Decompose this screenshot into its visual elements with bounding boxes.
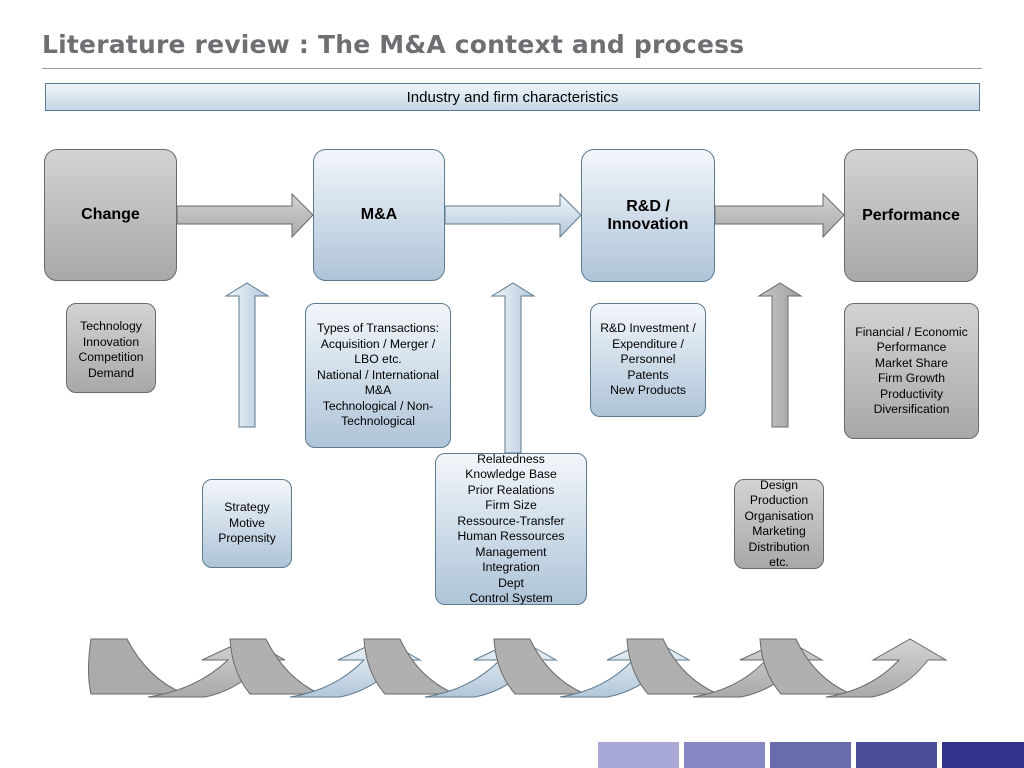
stage-change: Change bbox=[44, 149, 177, 281]
title-divider bbox=[42, 68, 982, 69]
driver-line: Human Ressources bbox=[457, 529, 565, 543]
detail-line: M&A bbox=[364, 383, 392, 398]
driver-line: Propensity bbox=[218, 531, 276, 546]
detail-ma: Types of Transactions: Acquisition / Mer… bbox=[305, 303, 451, 448]
driver-integration: Relatedness Knowledge Base Prior Realati… bbox=[435, 451, 587, 605]
detail-line: LBO etc. bbox=[354, 352, 402, 367]
detail-change: Technology Innovation Competition Demand bbox=[66, 303, 156, 393]
detail-line: Performance bbox=[876, 340, 947, 354]
driver-line: Management bbox=[475, 544, 547, 559]
arrow-up-strategy bbox=[224, 282, 270, 428]
stage-rd-line: Innovation bbox=[607, 215, 689, 233]
detail-line: R&D Investment / bbox=[600, 321, 696, 336]
detail-line: Competition bbox=[78, 350, 144, 364]
driver-line: Firm Size bbox=[485, 498, 537, 512]
detail-line: Technological bbox=[341, 414, 415, 429]
driver-line: Distribution bbox=[748, 539, 810, 554]
detail-line: Patents bbox=[627, 367, 669, 382]
detail-line: Financial / Economic bbox=[855, 324, 968, 339]
arrow-change-to-ma bbox=[176, 192, 314, 239]
driver-line: Production bbox=[749, 493, 809, 507]
driver-line: Ressource-Transfer bbox=[457, 513, 565, 528]
arrow-up-integration bbox=[490, 282, 536, 454]
stage-change-label: Change bbox=[81, 206, 140, 223]
driver-line: Dept bbox=[498, 575, 524, 590]
driver-line: Marketing bbox=[752, 524, 806, 538]
driver-line: Organisation bbox=[744, 508, 814, 523]
stage-ma-label: M&A bbox=[360, 206, 398, 223]
detail-line: Market Share bbox=[874, 355, 949, 370]
driver-line: Control System bbox=[469, 591, 553, 605]
driver-strategy: Strategy Motive Propensity bbox=[202, 479, 292, 568]
stage-performance-label: Performance bbox=[862, 206, 960, 224]
driver-line: Knowledge Base bbox=[465, 467, 557, 481]
industry-banner-label: Industry and firm characteristics bbox=[406, 88, 619, 106]
driver-line: Integration bbox=[482, 560, 540, 574]
footer-square bbox=[684, 742, 765, 768]
detail-line: Diversification bbox=[873, 402, 950, 416]
driver-line: Strategy bbox=[224, 500, 270, 515]
detail-line: Productivity bbox=[880, 386, 943, 401]
footer-square bbox=[598, 742, 679, 768]
footer-square bbox=[942, 742, 1024, 768]
stage-rd-line: R&D / bbox=[626, 197, 670, 215]
detail-line: Firm Growth bbox=[877, 371, 946, 385]
page-title: Literature review : The M&A context and … bbox=[42, 30, 745, 59]
detail-line: Personnel bbox=[620, 352, 676, 367]
stage-performance: Performance bbox=[844, 149, 978, 282]
detail-line: Types of Transactions: bbox=[317, 321, 439, 336]
driver-production: Design Production Organisation Marketing… bbox=[734, 477, 824, 569]
detail-line: Expenditure / bbox=[612, 336, 684, 351]
driver-line: Design bbox=[760, 477, 798, 492]
detail-line: National / International bbox=[317, 367, 439, 382]
industry-banner: Industry and firm characteristics bbox=[45, 83, 980, 111]
detail-line: Acquisition / Merger / bbox=[320, 336, 436, 351]
driver-line: Relatedness bbox=[477, 451, 545, 466]
detail-rd: R&D Investment / Expenditure / Personnel… bbox=[590, 303, 706, 417]
detail-line: Technology bbox=[80, 319, 142, 333]
footer-square bbox=[856, 742, 937, 768]
driver-line: etc. bbox=[769, 555, 789, 569]
cycle-arrows bbox=[88, 638, 948, 698]
stage-rd-innovation: R&D / Innovation bbox=[581, 149, 715, 282]
detail-line: New Products bbox=[610, 383, 686, 398]
arrow-rd-to-performance bbox=[714, 192, 845, 239]
detail-line: Innovation bbox=[82, 334, 140, 349]
stage-ma: M&A bbox=[313, 149, 445, 281]
arrow-ma-to-rd bbox=[444, 192, 582, 239]
detail-performance: Financial / Economic Performance Market … bbox=[844, 303, 979, 439]
detail-line: Technological / Non- bbox=[322, 398, 434, 413]
footer-square bbox=[770, 742, 851, 768]
detail-line: Demand bbox=[87, 365, 135, 380]
driver-line: Motive bbox=[229, 515, 265, 530]
arrow-up-production bbox=[757, 282, 803, 428]
driver-line: Prior Realations bbox=[467, 482, 555, 497]
